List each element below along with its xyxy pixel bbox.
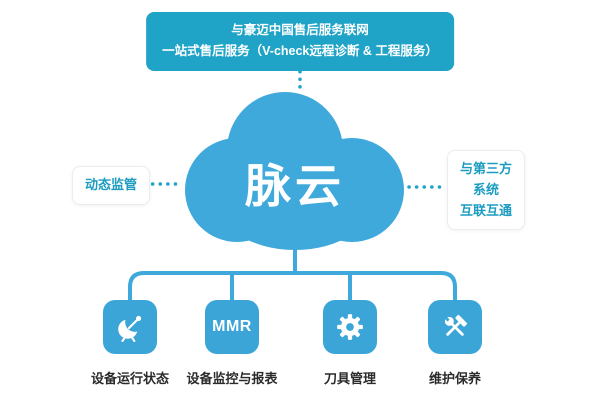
tile-label-mmr: 设备监控与报表: [186, 371, 278, 386]
right-box-third-party: 与第三方 系统 互联互通: [447, 150, 526, 231]
tile-label-tool-management: 刀具管理: [323, 371, 376, 386]
cloud-title: 脉云: [245, 160, 345, 212]
top-banner: 与豪迈中国售后服务联网 一站式售后服务（V-check远程诊断 & 工程服务）: [146, 12, 454, 71]
branch-item-device-status: 设备运行状态: [70, 300, 190, 387]
left-box-label: 动态监管: [85, 177, 138, 192]
tools-icon: [444, 314, 468, 336]
banner-line1: 与豪迈中国售后服务联网: [231, 23, 369, 37]
left-box-dynamic-supervision: 动态监管: [72, 166, 151, 205]
satellite-dish-icon: [118, 312, 145, 342]
tile-device-status: [103, 300, 157, 354]
tile-label-maintenance: 维护保养: [428, 371, 481, 386]
tile-label-device-status: 设备运行状态: [90, 371, 169, 386]
right-box-line2: 系统: [473, 181, 500, 197]
gear-icon: [337, 314, 363, 340]
banner-line2: 一站式售后服务（V-check远程诊断 & 工程服务）: [162, 44, 438, 59]
branch-item-tool-management: 刀具管理: [290, 300, 410, 387]
tile-tool-management: [323, 300, 377, 354]
branch-item-maintenance: 维护保养: [395, 300, 515, 387]
tile-maintenance: [428, 300, 482, 354]
right-box-line3: 互联互通: [460, 202, 513, 218]
right-box-line1: 与第三方: [460, 161, 513, 176]
branch-item-mmr: MMR 设备监控与报表: [172, 300, 292, 387]
tile-mmr: MMR: [205, 300, 259, 354]
branch-outer: [128, 271, 457, 304]
mmr-text: MMR: [212, 318, 252, 335]
